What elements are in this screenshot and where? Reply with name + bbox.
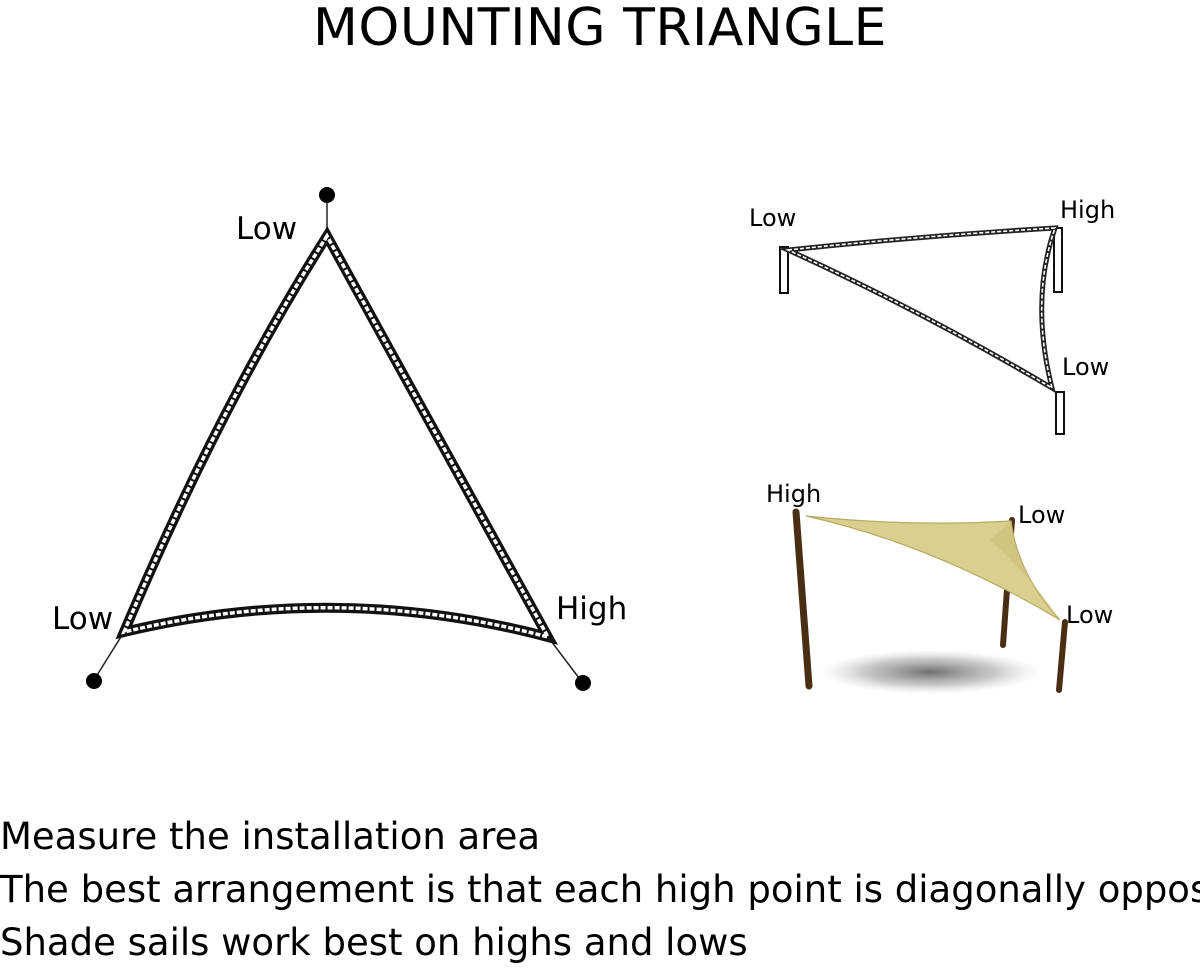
top-right-high-label: High [1060, 196, 1116, 224]
note-line: The best arrangement is that each high p… [0, 868, 1200, 911]
note-line: Shade sails work best on highs and lows [0, 921, 748, 964]
main-right-label: High [556, 591, 628, 627]
ground-shadow [820, 650, 1040, 694]
note-line: Measure the installation area [0, 815, 541, 858]
left-tie-line [93, 631, 125, 681]
top-right-bottom-label: Low [1062, 353, 1110, 381]
sail-outline [778, 225, 1059, 394]
sail-shading [990, 521, 1060, 620]
sail-outline [115, 226, 559, 645]
sail-hem-stitch [121, 232, 552, 640]
left-post [779, 246, 789, 294]
bottom-right-sail-diagram [792, 508, 1068, 694]
page-title: MOUNTING TRIANGLE [313, 0, 887, 58]
instruction-notes: Measure the installation area The best a… [0, 810, 1200, 969]
right-pole [1056, 619, 1068, 693]
left-anchor-point [86, 673, 102, 689]
main-top-label: Low [236, 211, 298, 247]
left-pole [792, 508, 813, 690]
right-anchor-point [575, 675, 591, 691]
bottom-right-middle-label: Low [1018, 501, 1066, 529]
main-left-label: Low [52, 601, 114, 637]
main-triangle [86, 187, 591, 691]
top-right-left-label: Low [749, 204, 797, 232]
bottom-right-high-label: High [766, 480, 822, 508]
right-tie-line [547, 636, 583, 683]
top-anchor-point [319, 187, 335, 203]
sail-hem-stitch [784, 227, 1057, 390]
top-right-post [1053, 227, 1063, 293]
top-right-sail-diagram [778, 225, 1065, 435]
bottom-right-right-label: Low [1066, 601, 1114, 629]
bottom-right-post [1055, 391, 1065, 435]
